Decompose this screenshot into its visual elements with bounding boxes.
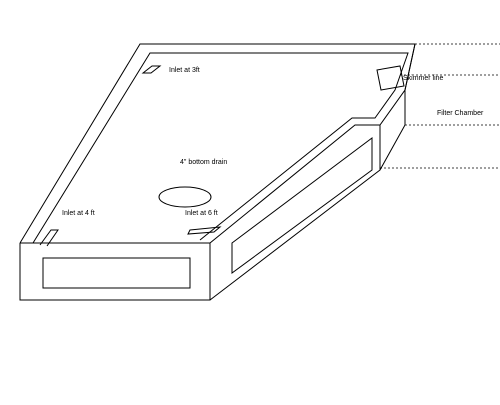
inlet-3ft-label: Inlet at 3ft xyxy=(169,67,200,74)
skimmer-box xyxy=(376,65,405,91)
inlet-4ft-marker xyxy=(39,229,59,247)
top-rim-outer xyxy=(19,43,416,244)
front-window xyxy=(42,257,191,289)
bottom-drain-ellipse xyxy=(158,186,212,208)
rim-back-right xyxy=(404,43,416,91)
inlet-4ft-label: Inlet at 4 ft xyxy=(62,210,95,217)
front-face xyxy=(19,243,211,301)
inlet-6ft-marker xyxy=(187,226,222,235)
filter-chamber-label: Filter Chamber xyxy=(437,110,484,117)
skimmer-line-label: Skimmer line xyxy=(403,75,444,82)
filter-chamber-wall xyxy=(379,90,406,171)
top-rim-inner xyxy=(32,52,409,244)
bottom-drain-label: 4" bottom drain xyxy=(180,159,227,166)
side-window xyxy=(231,137,373,274)
inlet-6ft-label: Inlet at 6 ft xyxy=(185,210,218,217)
inlet-3ft-marker xyxy=(141,65,162,74)
